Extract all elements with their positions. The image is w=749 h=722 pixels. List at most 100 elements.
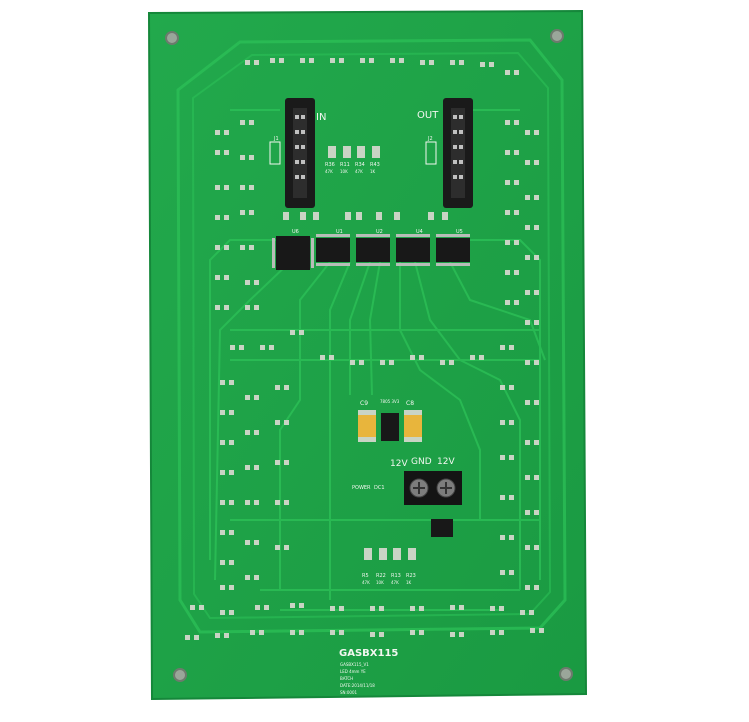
resistor-r23-value: 1K xyxy=(406,580,412,585)
led-pad xyxy=(229,470,234,475)
led-pad xyxy=(215,305,220,310)
led-pad xyxy=(369,58,374,63)
led-pad xyxy=(330,58,335,63)
led-pad xyxy=(339,630,344,635)
c9-label: C9 xyxy=(360,400,368,407)
in-label: IN xyxy=(316,112,326,123)
resistor-r13-ref: R13 xyxy=(391,573,401,579)
led-pad xyxy=(534,475,539,480)
led-pad xyxy=(525,475,530,480)
led-pad xyxy=(249,245,254,250)
resistor-r11-ref: R11 xyxy=(340,162,350,168)
led-pad xyxy=(220,440,225,445)
led-pad xyxy=(215,633,220,638)
ic-pins xyxy=(272,234,470,268)
led-pad xyxy=(229,530,234,535)
led-pad xyxy=(199,605,204,610)
led-pad xyxy=(330,606,335,611)
led-pad xyxy=(459,60,464,65)
led-pad xyxy=(224,215,229,220)
led-pad xyxy=(410,630,415,635)
resistor-r43-ref: R43 xyxy=(370,162,380,168)
led-pad xyxy=(500,455,505,460)
led-pad xyxy=(284,500,289,505)
led-pad xyxy=(224,185,229,190)
led-pad xyxy=(525,320,530,325)
led-pad xyxy=(390,58,395,63)
pcb-board xyxy=(147,9,588,701)
led-pad xyxy=(224,245,229,250)
led-pad xyxy=(505,240,510,245)
led-pad xyxy=(470,355,475,360)
led-pad xyxy=(270,58,275,63)
terminal-block xyxy=(404,471,462,505)
led-pad xyxy=(450,605,455,610)
led-pad xyxy=(264,605,269,610)
led-pad xyxy=(245,395,250,400)
led-pad xyxy=(350,360,355,365)
resistor-r23-ref: R23 xyxy=(406,573,416,579)
led-pad xyxy=(249,120,254,125)
led-pad xyxy=(185,635,190,640)
led-pad xyxy=(525,585,530,590)
led-pad xyxy=(254,575,259,580)
led-pad xyxy=(240,185,245,190)
led-pad xyxy=(509,420,514,425)
led-pad xyxy=(220,470,225,475)
led-pad xyxy=(215,185,220,190)
connector-in xyxy=(285,98,315,208)
led-pad xyxy=(509,455,514,460)
led-pad xyxy=(245,465,250,470)
connector-out xyxy=(443,98,473,208)
led-pad xyxy=(514,150,519,155)
led-pad xyxy=(275,420,280,425)
led-pad xyxy=(229,610,234,615)
led-pad xyxy=(300,58,305,63)
ic-u1-ref: U1 xyxy=(336,229,343,235)
led-pad xyxy=(329,355,334,360)
led-pad xyxy=(420,60,425,65)
led-pad xyxy=(410,606,415,611)
led-pad xyxy=(370,632,375,637)
led-pad xyxy=(459,632,464,637)
led-pad xyxy=(505,300,510,305)
led-pad xyxy=(509,385,514,390)
voltage-regulator xyxy=(381,413,399,441)
led-pad xyxy=(505,70,510,75)
led-pad xyxy=(520,610,525,615)
led-pad xyxy=(240,210,245,215)
led-pad xyxy=(249,155,254,160)
resistor-r34-ref: R34 xyxy=(355,162,365,168)
led-pad xyxy=(220,530,225,535)
terminal-12v-left: 12V xyxy=(390,459,408,469)
led-pad xyxy=(299,330,304,335)
led-pad-field xyxy=(185,58,544,640)
led-pad xyxy=(500,385,505,390)
led-pad xyxy=(525,130,530,135)
led-pad xyxy=(505,270,510,275)
ic-u6-ref: U6 xyxy=(292,229,299,235)
led-pad xyxy=(229,440,234,445)
led-pad xyxy=(220,410,225,415)
led-pad xyxy=(250,630,255,635)
led-pad xyxy=(254,430,259,435)
board-serial: SN:0001 xyxy=(340,690,358,695)
led-pad xyxy=(514,300,519,305)
mounting-holes xyxy=(165,29,573,682)
capacitor-c9 xyxy=(358,410,376,442)
led-pad xyxy=(320,355,325,360)
bridge-rectifier xyxy=(431,519,453,537)
led-pad xyxy=(530,628,535,633)
led-pad xyxy=(284,385,289,390)
led-pad xyxy=(534,225,539,230)
led-pad xyxy=(534,545,539,550)
led-pad xyxy=(275,385,280,390)
led-pad xyxy=(190,605,195,610)
resistor-r43-value: 1K xyxy=(370,169,376,174)
signal-traces xyxy=(209,109,546,611)
led-pad xyxy=(254,465,259,470)
resistor-r36-ref: R36 xyxy=(325,162,335,168)
led-pad xyxy=(514,180,519,185)
resistor-r5-ref: R5 xyxy=(362,573,369,579)
